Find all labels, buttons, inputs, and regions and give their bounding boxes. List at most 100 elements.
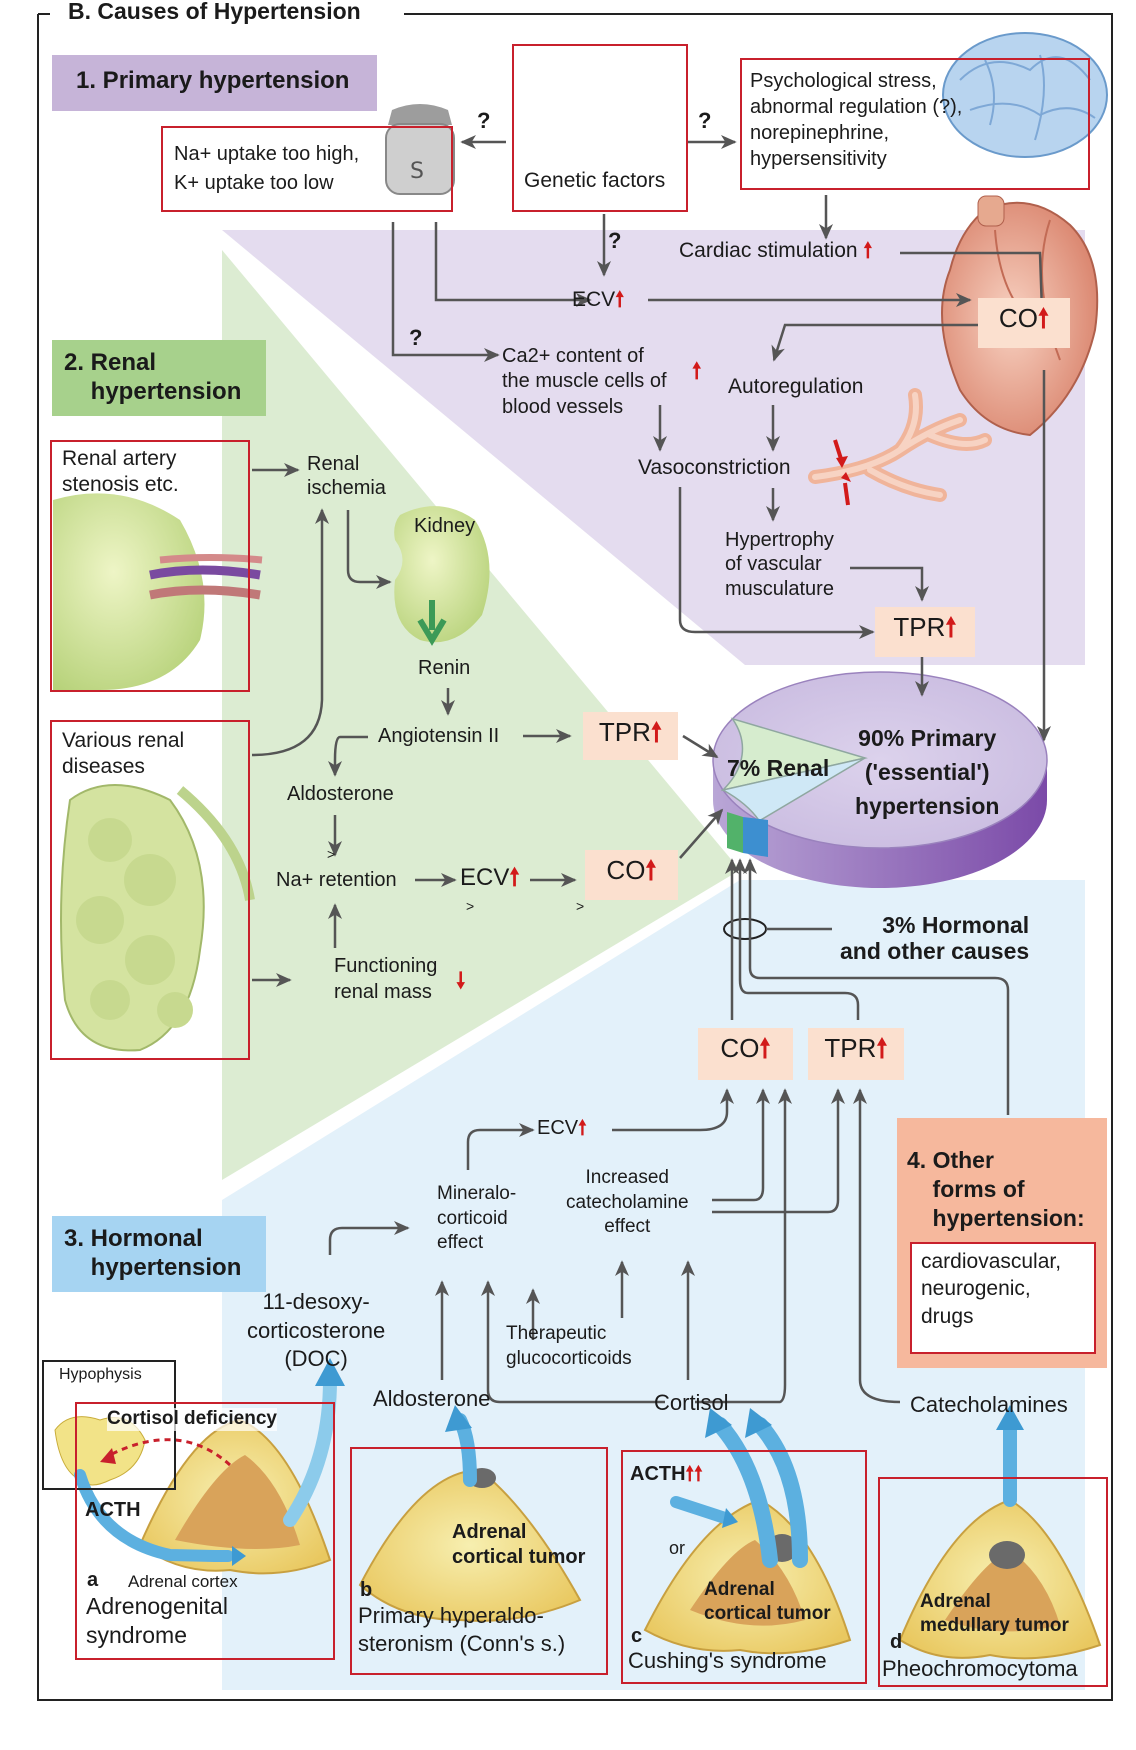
increase-arrow: 🠕 xyxy=(945,612,957,642)
ecv-text: ECV xyxy=(537,1117,579,1139)
catecholamine-effect-label: Increased catecholamine effect xyxy=(566,1167,689,1238)
panel-d-letter: d xyxy=(890,1631,903,1653)
connector-arrows xyxy=(251,135,1051,1404)
tpr-hormonal-pill: TPR🠕 xyxy=(808,1028,904,1080)
ecv-text: ECV xyxy=(572,288,616,311)
renal-artery-illustration xyxy=(53,493,263,690)
panel-a-letter: a xyxy=(87,1569,99,1591)
figure-title: B. Causes of Hypertension xyxy=(60,0,369,26)
pie-primary-label: 90% Primary ('essential') hypertension xyxy=(855,725,1000,819)
co-primary-pill: CO🠕 xyxy=(978,298,1070,348)
ecv-primary-label: ECV🠕 xyxy=(572,287,624,312)
other-forms-list-box xyxy=(910,1242,1096,1354)
adrenal-cortical-tumor-b-label: Adrenal cortical tumor xyxy=(452,1521,586,1568)
mineralocorticoid-effect-label: Mineralo- corticoid effect xyxy=(437,1183,517,1254)
adrenogenital-syndrome-label: Adrenogenital syndrome xyxy=(86,1593,228,1648)
acth-c-label: ACTH🠕🠕 xyxy=(630,1462,703,1486)
question-mark-salt: ? xyxy=(477,108,491,133)
other-forms-list: cardiovascular, neurogenic, drugs xyxy=(921,1250,1062,1328)
salt-uptake-text: Na+ uptake too high, K+ uptake too low xyxy=(174,143,360,194)
panel-d-box xyxy=(878,1477,1108,1687)
pheochromocytoma-label: Pheochromocytoma xyxy=(882,1656,1078,1681)
adrenal-gland-a xyxy=(138,1418,332,1575)
adrenal-cortex-label: Adrenal cortex xyxy=(128,1572,238,1591)
question-mark-calcium: ? xyxy=(409,325,423,350)
greater-than-mark: > xyxy=(327,846,336,862)
tpr-text: TPR xyxy=(598,717,651,747)
pie-slice-renal xyxy=(720,717,868,792)
panel-c-box xyxy=(621,1450,867,1684)
question-mark-psych: ? xyxy=(698,108,712,133)
vasoconstriction-label: Vasoconstriction xyxy=(638,456,791,479)
hypophysis-label: Hypophysis xyxy=(59,1366,142,1383)
increase-arrow: 🠕 xyxy=(509,864,520,891)
aldosterone-hormonal-label: Aldosterone xyxy=(373,1386,491,1411)
renal-diseases-text: Various renal diseases xyxy=(62,729,185,779)
increase-arrow: 🠕 xyxy=(759,1033,771,1063)
increase-arrow: 🠕 xyxy=(578,1117,587,1139)
brain-icon xyxy=(942,32,1108,158)
panel-a-box xyxy=(75,1402,335,1660)
decrease-arrow: 🠗 xyxy=(456,968,466,993)
hormonal-hypertension-header: 3. Hormonal hypertension xyxy=(52,1216,266,1292)
salt-uptake-box xyxy=(161,126,453,212)
pie-hormonal-other-label: 3% Hormonal and other causes xyxy=(840,912,1030,965)
greater-than-mark: > xyxy=(576,898,585,914)
acth-label: ACTH xyxy=(85,1499,141,1521)
genetic-factors-box xyxy=(512,44,688,212)
autoregulation-label: Autoregulation xyxy=(728,375,864,398)
ecv-text: ECV xyxy=(460,864,510,891)
calcium-increase-arrow: 🠕 xyxy=(692,358,702,383)
blue-arrow-heads xyxy=(232,1358,1024,1566)
greater-than-mark: > xyxy=(466,898,475,914)
cardiac-stimulation-label: Cardiac stimulation 🠕 xyxy=(679,238,872,263)
blood-vessel-icon xyxy=(808,388,992,506)
kidney-label: Kidney xyxy=(414,515,476,537)
renin-label: Renin xyxy=(418,657,471,679)
other-forms-title: 4. Other forms of hypertension: xyxy=(907,1147,1085,1231)
co-text: CO xyxy=(998,303,1038,333)
renal-artery-stenosis-box xyxy=(50,440,250,692)
co-text: CO xyxy=(606,855,646,885)
co-text: CO xyxy=(720,1033,760,1063)
genetic-factors-label: Genetic factors xyxy=(524,169,666,192)
increase-arrow: 🠕 xyxy=(863,239,873,262)
panel-b-letter: b xyxy=(360,1579,373,1601)
double-increase-arrow: 🠕🠕 xyxy=(685,1463,703,1485)
pie-chart xyxy=(712,671,1048,940)
salt-shaker-icon: S xyxy=(385,104,455,195)
renal-artery-stenosis-text: Renal artery stenosis etc. xyxy=(62,447,179,497)
co-hormonal-pill: CO🠕 xyxy=(698,1028,793,1080)
diseased-kidney-illustration xyxy=(60,784,255,1052)
na-retention-label: Na+ retention xyxy=(276,869,397,891)
cortisol-label: Cortisol xyxy=(654,1390,729,1415)
aldosterone-renal-label: Aldosterone xyxy=(287,783,394,805)
psychological-stress-text: Psychological stress, abnormal regulatio… xyxy=(750,70,963,170)
increase-arrow: 🠕 xyxy=(615,288,625,311)
renal-diseases-box xyxy=(50,720,250,1060)
co-renal-pill: CO🠕 xyxy=(585,850,678,900)
panel-b-box xyxy=(350,1447,608,1675)
cortisol-deficiency-arrow xyxy=(109,1438,232,1467)
renal-ischemia-label: Renal ischemia xyxy=(307,453,386,500)
adrenal-medullary-tumor-label: Adrenal medullary tumor xyxy=(920,1591,1069,1636)
tpr-renal-pill: TPR🠕 xyxy=(583,712,678,760)
psychological-stress-box xyxy=(740,58,1090,190)
svg-text:S: S xyxy=(410,159,424,184)
tpr-primary-pill: TPR🠕 xyxy=(875,607,975,657)
angiotensin-label: Angiotensin II xyxy=(378,725,500,747)
increase-arrow: 🠕 xyxy=(645,855,657,885)
cushings-syndrome-label: Cushing's syndrome xyxy=(628,1648,827,1673)
adrenal-gland-d xyxy=(898,1498,1102,1660)
functioning-renal-mass-label: Functioning renal mass xyxy=(334,955,438,1003)
increase-arrow: 🠕 xyxy=(1037,303,1050,333)
acth-text: ACTH xyxy=(630,1463,686,1485)
catecholamines-label: Catecholamines xyxy=(910,1392,1068,1417)
tpr-text: TPR xyxy=(824,1033,877,1063)
adrenal-cortical-tumor-c-label: Adrenal cortical tumor xyxy=(704,1579,831,1624)
ecv-hormonal-label: ECV🠕 xyxy=(537,1116,587,1140)
ecv-renal-label: ECV🠕 xyxy=(460,864,520,893)
kidney-icon xyxy=(394,506,490,646)
